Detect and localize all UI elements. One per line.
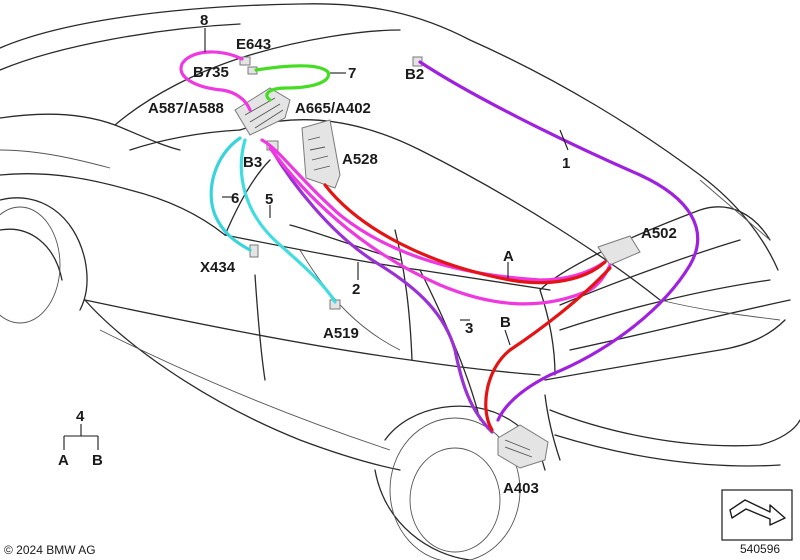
label-6: 6 (231, 190, 239, 207)
legend-b: B (92, 452, 103, 469)
a528-panel (301, 119, 341, 189)
legend-a: A (58, 452, 69, 469)
e643-part (239, 56, 251, 66)
footer: © 2024 BMW AG 540596 (4, 489, 793, 557)
label-a403: A403 (503, 480, 539, 497)
label-wire-b: B (500, 314, 511, 331)
wire-2 (270, 148, 494, 434)
label-b2: B2 (405, 66, 424, 83)
wire-b (484, 266, 612, 432)
label-5: 5 (265, 191, 273, 208)
a502-module (597, 235, 641, 266)
a587-module (234, 87, 291, 136)
label-a528: A528 (342, 151, 378, 168)
wire-a (323, 183, 607, 285)
label-e643: E643 (236, 36, 271, 53)
label-x434: X434 (200, 259, 236, 276)
label-b735: B735 (193, 64, 229, 81)
wire-5 (239, 138, 337, 304)
wire-1 (418, 60, 700, 422)
wire-8 (179, 50, 252, 112)
wire-3-branch (260, 138, 607, 282)
components (234, 56, 641, 469)
copyright-text: © 2024 BMW AG (4, 543, 96, 557)
legend-4: 4 (76, 408, 85, 425)
wire-3 (268, 146, 612, 306)
label-7: 7 (348, 65, 356, 82)
label-a502: A502 (641, 225, 677, 242)
label-2: 2 (352, 281, 360, 298)
label-b3: B3 (243, 154, 262, 171)
labels: 8 E643 B735 7 B2 A587/A588 A665/A402 B3 … (58, 12, 677, 497)
car-orientation-icon (729, 499, 786, 526)
label-a665-a402: A665/A402 (295, 100, 371, 117)
wire-6 (209, 136, 252, 252)
label-a519: A519 (323, 325, 359, 342)
a403-module (497, 424, 549, 469)
leader-lines (63, 28, 569, 450)
label-a587-a588: A587/A588 (148, 100, 224, 117)
label-8: 8 (200, 12, 208, 29)
diagram-number: 540596 (740, 542, 780, 556)
label-wire-a: A (503, 248, 514, 265)
label-1: 1 (562, 155, 570, 172)
wire-harnesses (179, 50, 700, 434)
wire-7 (254, 64, 331, 102)
label-3: 3 (465, 320, 473, 337)
